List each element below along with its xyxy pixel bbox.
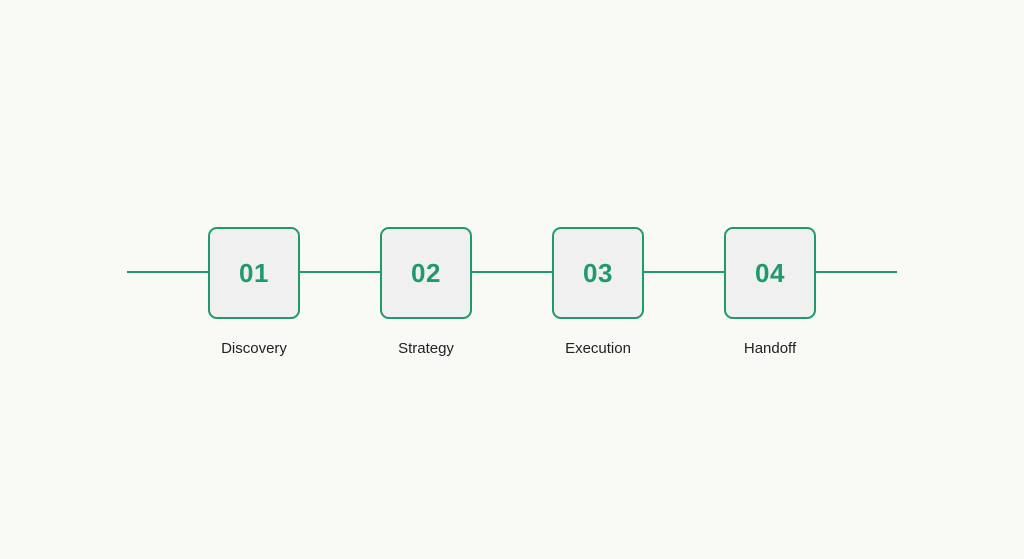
step-number: 03 bbox=[583, 257, 613, 288]
step-label: Strategy bbox=[398, 340, 454, 357]
step-number-box: 02 bbox=[380, 227, 472, 319]
step-number: 04 bbox=[755, 257, 785, 288]
step-label: Handoff bbox=[743, 340, 797, 357]
process-step-handoff: 04 Handoff bbox=[724, 227, 816, 357]
step-label: Execution bbox=[565, 340, 631, 357]
step-label: Discovery bbox=[221, 340, 287, 357]
process-step-discovery: 01 Discovery bbox=[208, 227, 300, 357]
step-number: 01 bbox=[239, 257, 269, 288]
step-number-box: 01 bbox=[208, 227, 300, 319]
step-number: 02 bbox=[411, 257, 441, 288]
process-step-strategy: 02 Strategy bbox=[380, 227, 472, 357]
step-number-box: 03 bbox=[552, 227, 644, 319]
timeline-connector-line bbox=[127, 271, 897, 273]
process-step-execution: 03 Execution bbox=[552, 227, 644, 357]
step-number-box: 04 bbox=[724, 227, 816, 319]
